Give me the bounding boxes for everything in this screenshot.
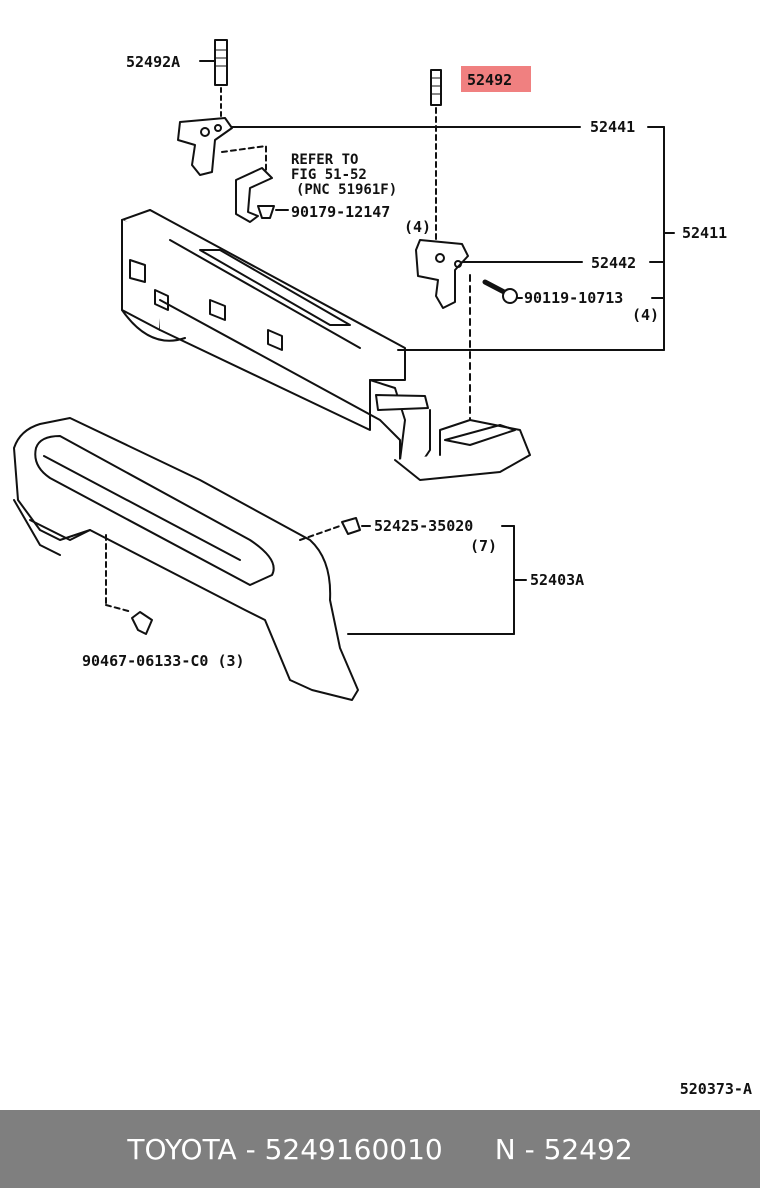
bracket-52442	[415, 239, 469, 309]
label-52492[interactable]: 52492	[467, 71, 512, 89]
label-52442: 52442	[591, 254, 636, 272]
label-90119: 90119-10713	[524, 289, 623, 307]
leader-lines	[199, 60, 675, 635]
parts-diagram: 52492A 52492 52441 REFER TO FIG 51-52 (P…	[13, 39, 727, 701]
footer-bar: TOYOTA - 5249160010 N - 52492	[0, 1110, 760, 1188]
figure-code: 520373-A	[679, 1080, 752, 1098]
reinforcement-beam	[121, 209, 531, 481]
label-90467: 90467-06133-C0 (3)	[82, 652, 245, 670]
label-refer-line3: (PNC 51961F)	[296, 182, 397, 198]
bracket-52441	[177, 117, 267, 183]
label-52403A: 52403A	[530, 571, 584, 589]
screw-90467	[105, 534, 153, 635]
stud-52492A	[214, 39, 228, 119]
label-refer-line2: FIG 51-52	[291, 167, 367, 183]
footer-pnc: N - 52492	[494, 1132, 633, 1166]
label-52441: 52441	[590, 118, 635, 136]
label-qty-7: (7)	[470, 537, 497, 555]
footer-part-number: TOYOTA - 5249160010	[127, 1132, 443, 1166]
highlight-52492	[461, 66, 531, 92]
stud-52492	[430, 69, 442, 241]
clip-90179	[257, 205, 275, 219]
label-52492A: 52492A	[126, 53, 180, 71]
label-refer-line1: REFER TO	[291, 152, 358, 168]
refer-bracket	[235, 167, 273, 223]
bumper-cover	[13, 417, 359, 701]
label-qty-4a: (4)	[404, 218, 431, 236]
label-52425: 52425-35020	[374, 517, 473, 535]
bolt-90119	[482, 279, 518, 304]
label-52411: 52411	[682, 224, 727, 242]
clip-52425	[299, 517, 361, 541]
label-qty-4b: (4)	[632, 306, 659, 324]
label-90179: 90179-12147	[291, 203, 390, 221]
